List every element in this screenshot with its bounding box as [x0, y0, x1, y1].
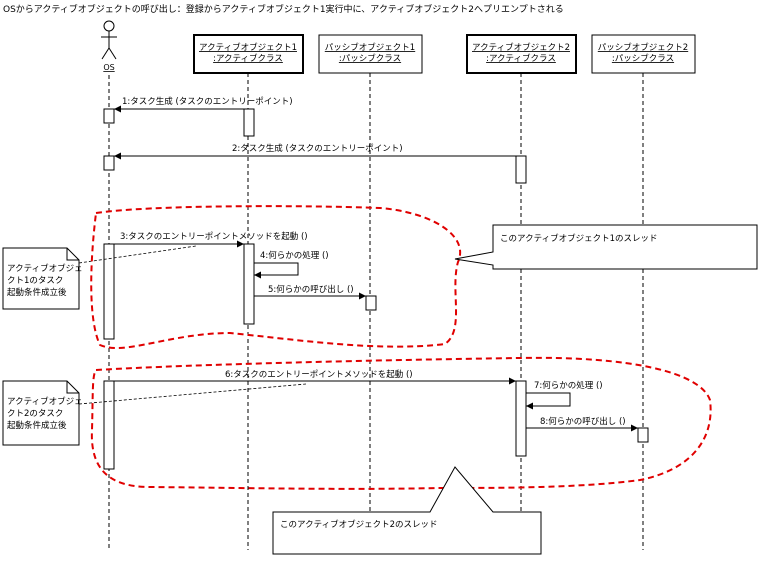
message-5-label: 5:何らかの呼び出し ()	[268, 284, 354, 295]
actor-label: OS	[103, 63, 114, 72]
note-1-line-3: 起動条件成立後	[7, 287, 67, 298]
note-2-connector	[78, 383, 307, 405]
activation-passive2	[637, 427, 649, 443]
activation-os-3	[103, 243, 115, 340]
object-active-1-name: アクティブオブジェクト1	[199, 42, 297, 53]
activation-active2-1	[515, 155, 527, 184]
object-active-1: アクティブオブジェクト1 :アクティブクラス	[193, 34, 304, 74]
message-7-label: 7:何らかの処理 ()	[534, 380, 603, 391]
note-active-2-start: アクティブオブジェ クト2のタスク 起動条件成立後	[2, 380, 83, 446]
callout-thread-active-1: このアクティブオブジェクト1のスレッド	[454, 224, 758, 270]
callout-thread-active-2: このアクティブオブジェクト2のスレッド	[272, 466, 542, 555]
stick-figure-icon	[101, 20, 117, 60]
thread-outline-active-1	[90, 205, 461, 349]
object-passive-1-name: パッシブオブジェクト1	[325, 42, 415, 53]
object-active-2-class: :アクティブクラス	[486, 53, 556, 64]
object-passive-2: パッシブオブジェクト2 :パッシブクラス	[591, 34, 696, 74]
activation-passive1	[365, 295, 377, 311]
note-active-1-start: アクティブオブジェ クト1のタスク 起動条件成立後	[2, 247, 83, 310]
note-2-line-1: アクティブオブジェ	[7, 396, 83, 407]
activation-os-2	[103, 155, 115, 171]
message-6-label: 6:タスクのエントリーポイントメソッドを起動 ()	[225, 369, 413, 380]
message-4-label: 4:何らかの処理 ()	[260, 250, 329, 261]
object-active-2-name: アクティブオブジェクト2	[472, 42, 570, 53]
thread-outline-active-2	[90, 356, 712, 490]
activation-active1-2	[243, 243, 255, 325]
activation-os-1	[103, 108, 115, 124]
os-actor: OS	[101, 20, 117, 72]
callout-1-text: このアクティブオブジェクト1のスレッド	[500, 233, 657, 244]
object-passive-2-name: パッシブオブジェクト2	[598, 42, 688, 53]
activation-active1-1	[243, 108, 255, 137]
note-1-connector	[78, 245, 197, 264]
object-active-2: アクティブオブジェクト2 :アクティブクラス	[466, 34, 577, 74]
object-passive-2-class: :パッシブクラス	[612, 53, 674, 64]
note-1-line-1: アクティブオブジェ	[7, 263, 83, 274]
activation-os-4	[103, 380, 115, 470]
object-passive-1: パッシブオブジェクト1 :パッシブクラス	[318, 34, 423, 74]
callout-2-text: このアクティブオブジェクト2のスレッド	[280, 519, 437, 530]
message-7-arrow	[526, 392, 571, 410]
note-2-line-3: 起動条件成立後	[7, 420, 67, 431]
object-passive-1-class: :パッシブクラス	[339, 53, 401, 64]
diagram-title: OSからアクティブオブジェクトの呼び出し：登録からアクティブオブジェクト1実行中…	[3, 3, 564, 15]
message-1-label: 1:タスク生成 (タスクのエントリーポイント)	[122, 96, 293, 107]
activation-active2-2	[515, 380, 527, 457]
note-1-line-2: クト1のタスク	[7, 276, 63, 286]
message-4-arrow	[254, 262, 299, 279]
message-8-label: 8:何らかの呼び出し ()	[540, 416, 626, 427]
object-active-1-class: :アクティブクラス	[213, 53, 283, 64]
message-3-label: 3:タスクのエントリーポイントメソッドを起動 ()	[120, 231, 308, 242]
message-2-label: 2:タスク生成 (タスクのエントリーポイント)	[232, 143, 403, 154]
note-2-line-2: クト2のタスク	[7, 409, 63, 419]
